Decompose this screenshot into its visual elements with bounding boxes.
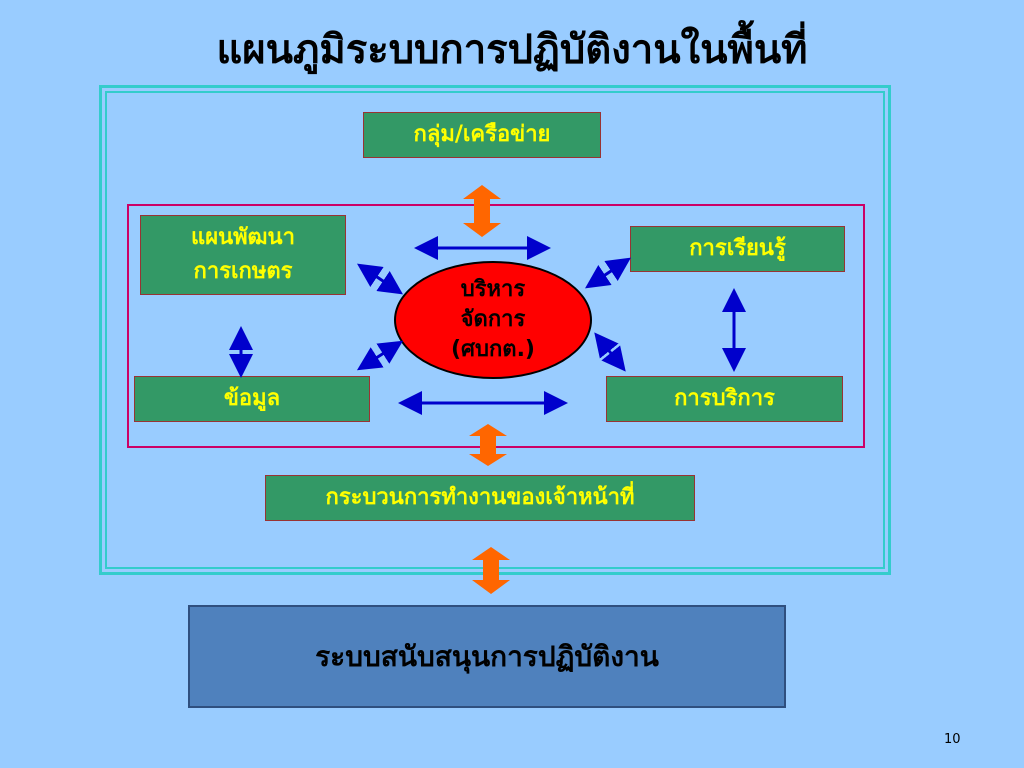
support-system-label: ระบบสนับสนุนการปฏิบัติงาน bbox=[315, 639, 659, 673]
page-number: 10 bbox=[944, 732, 961, 747]
learning-box: การเรียนรู้ bbox=[630, 226, 845, 272]
center-label-line2: จัดการ bbox=[460, 307, 526, 332]
agri-plan-label-line1: แผนพัฒนา bbox=[191, 225, 295, 250]
arrow-service-center bbox=[594, 332, 626, 372]
network-box: กลุ่ม/เครือข่าย bbox=[363, 112, 601, 158]
staff-process-box: กระบวนการทำงานของเจ้าหน้าที่ bbox=[265, 475, 695, 521]
center-label-line3: (ศบกต.) bbox=[450, 337, 535, 362]
data-box: ข้อมูล bbox=[134, 376, 370, 422]
support-system-box: ระบบสนับสนุนการปฏิบัติงาน bbox=[188, 605, 786, 708]
agri-plan-label-line2: การเกษตร bbox=[193, 259, 293, 284]
page-title: แผนภูมิระบบการปฏิบัติงานในพื้นที่ bbox=[216, 27, 808, 73]
orange-arrow-top bbox=[463, 185, 501, 237]
service-label: การบริการ bbox=[674, 386, 775, 411]
orange-arrow-bottom bbox=[472, 547, 510, 594]
service-box: การบริการ bbox=[606, 376, 843, 422]
arrow-plan-center bbox=[357, 263, 403, 295]
center-label-line1: บริหาร bbox=[460, 277, 526, 302]
data-label: ข้อมูล bbox=[223, 386, 281, 411]
agri-plan-box: แผนพัฒนา การเกษตร bbox=[140, 215, 346, 295]
management-center-oval: บริหาร จัดการ (ศบกต.) bbox=[394, 261, 592, 379]
learning-label: การเรียนรู้ bbox=[689, 236, 786, 261]
arrow-learning-center bbox=[585, 257, 631, 289]
arrow-data-center bbox=[356, 340, 404, 371]
orange-arrow-middle bbox=[469, 424, 507, 466]
network-label: กลุ่ม/เครือข่าย bbox=[413, 122, 551, 147]
staff-process-label: กระบวนการทำงานของเจ้าหน้าที่ bbox=[325, 485, 635, 510]
